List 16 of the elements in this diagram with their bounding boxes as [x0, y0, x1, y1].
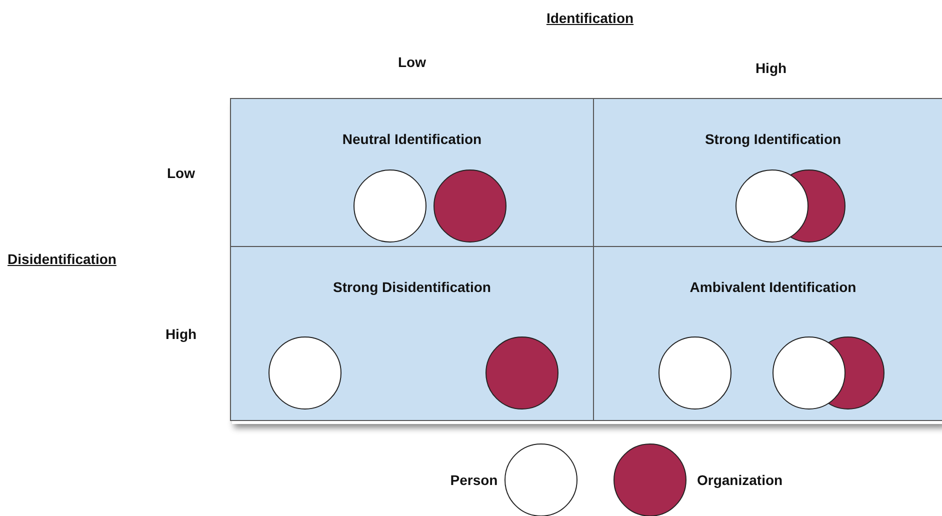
axis-title: Identification: [546, 10, 634, 26]
axis-level-label: High: [755, 60, 787, 76]
cell-heading: Neutral Identification: [341, 131, 483, 147]
matrix-cell: [230, 246, 594, 421]
cell-heading: Strong Disidentification: [332, 279, 492, 295]
axis-level-label: Low: [167, 165, 195, 181]
cell-heading: Ambivalent Identification: [688, 279, 858, 295]
cell-heading: Strong Identification: [704, 131, 842, 147]
axis-level-label: Low: [398, 54, 426, 70]
matrix-cell: [230, 98, 594, 247]
axis-title: Disidentification: [8, 251, 116, 267]
matrix-cell: [593, 98, 942, 247]
axis-level-label: High: [165, 326, 197, 342]
legend-label: Person: [450, 472, 498, 488]
legend-label: Organization: [697, 472, 783, 488]
matrix-cell: [593, 246, 942, 421]
